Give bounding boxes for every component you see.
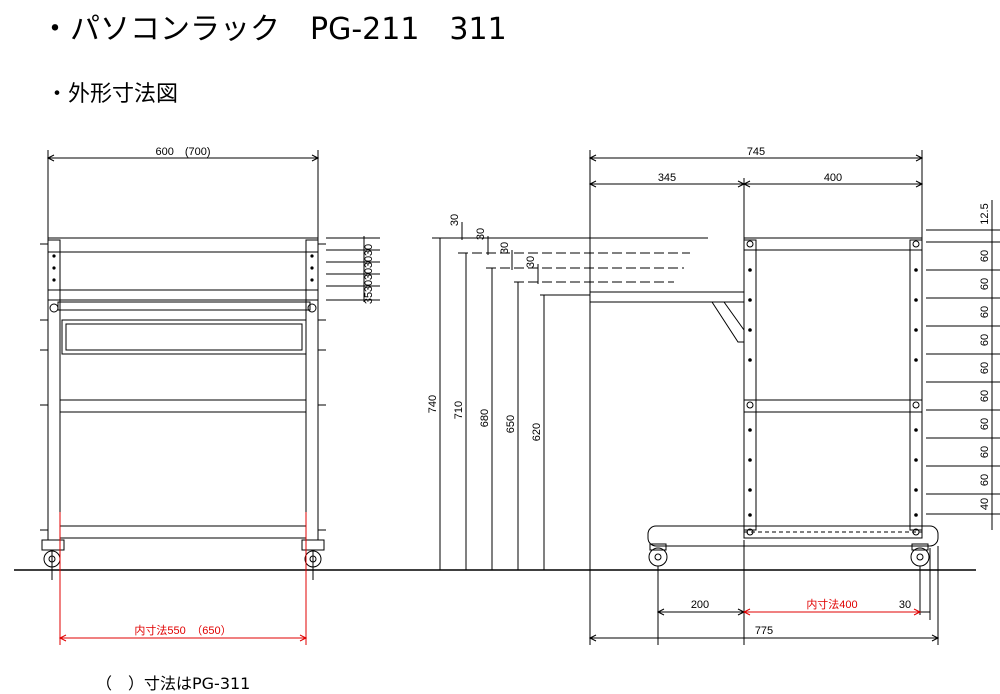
side-depth-a: 345 xyxy=(658,172,676,184)
height-label: 710 xyxy=(453,401,465,419)
side-pitch-label: 60 xyxy=(979,362,991,374)
side-total-depth: 745 xyxy=(747,146,765,158)
front-inner-dim xyxy=(58,512,308,645)
side-pitch-label: 60 xyxy=(979,446,991,458)
front-left-post xyxy=(47,239,61,541)
height-dimensions xyxy=(432,222,708,570)
side-rear-post xyxy=(909,239,923,531)
front-width-label: 600 (700) xyxy=(155,146,210,158)
side-top-offset: 12.5 xyxy=(979,203,991,224)
height-label: 620 xyxy=(531,423,543,441)
front-keyboard-shelf xyxy=(47,289,319,301)
side-depth-b: 400 xyxy=(824,172,842,184)
side-front-post xyxy=(743,239,757,531)
front-right-post xyxy=(305,239,319,541)
front-drawer xyxy=(61,319,307,355)
height-top-label: 30 xyxy=(525,256,537,268)
front-pitch-label: 30 xyxy=(363,256,375,268)
front-pitch-label: 30 xyxy=(363,244,375,256)
side-pitch-label: 60 xyxy=(979,390,991,402)
height-top-label: 30 xyxy=(449,214,461,226)
side-inner-dim xyxy=(742,608,922,616)
side-pitch-label: 60 xyxy=(979,474,991,486)
side-pitch-label: 60 xyxy=(979,334,991,346)
footnote: （ ）寸法はPG-311 xyxy=(96,674,251,693)
front-pitch-label: 30 xyxy=(363,268,375,280)
side-bottom-c: 30 xyxy=(899,599,911,611)
side-keyboard-shelf xyxy=(589,291,745,303)
section-title: ・外形寸法図 xyxy=(46,82,179,107)
side-pitch-label: 60 xyxy=(979,418,991,430)
front-pitch-label: 35 xyxy=(363,292,375,304)
side-view xyxy=(588,150,1000,645)
side-middle-shelf xyxy=(743,399,923,413)
side-pitch-label: 60 xyxy=(979,278,991,290)
front-pitch-label: 30 xyxy=(363,280,375,292)
side-base-total: 775 xyxy=(755,625,773,637)
height-top-label: 30 xyxy=(475,228,487,240)
height-label: 740 xyxy=(427,395,439,413)
front-view xyxy=(40,150,380,580)
page-title: ・パソコンラック PG-211 311 xyxy=(40,12,507,47)
side-pitch-label: 60 xyxy=(979,306,991,318)
side-base xyxy=(647,525,939,547)
side-pitch-label: 60 xyxy=(979,250,991,262)
side-bottom-inner: 内寸法400 xyxy=(806,597,857,611)
height-label: 650 xyxy=(505,415,517,433)
side-pitch-label: 40 xyxy=(979,498,991,510)
height-label: 680 xyxy=(479,409,491,427)
front-inner-label: 内寸法550 （650） xyxy=(134,623,231,637)
side-bottom-a: 200 xyxy=(691,599,709,611)
height-top-label: 30 xyxy=(499,242,511,254)
